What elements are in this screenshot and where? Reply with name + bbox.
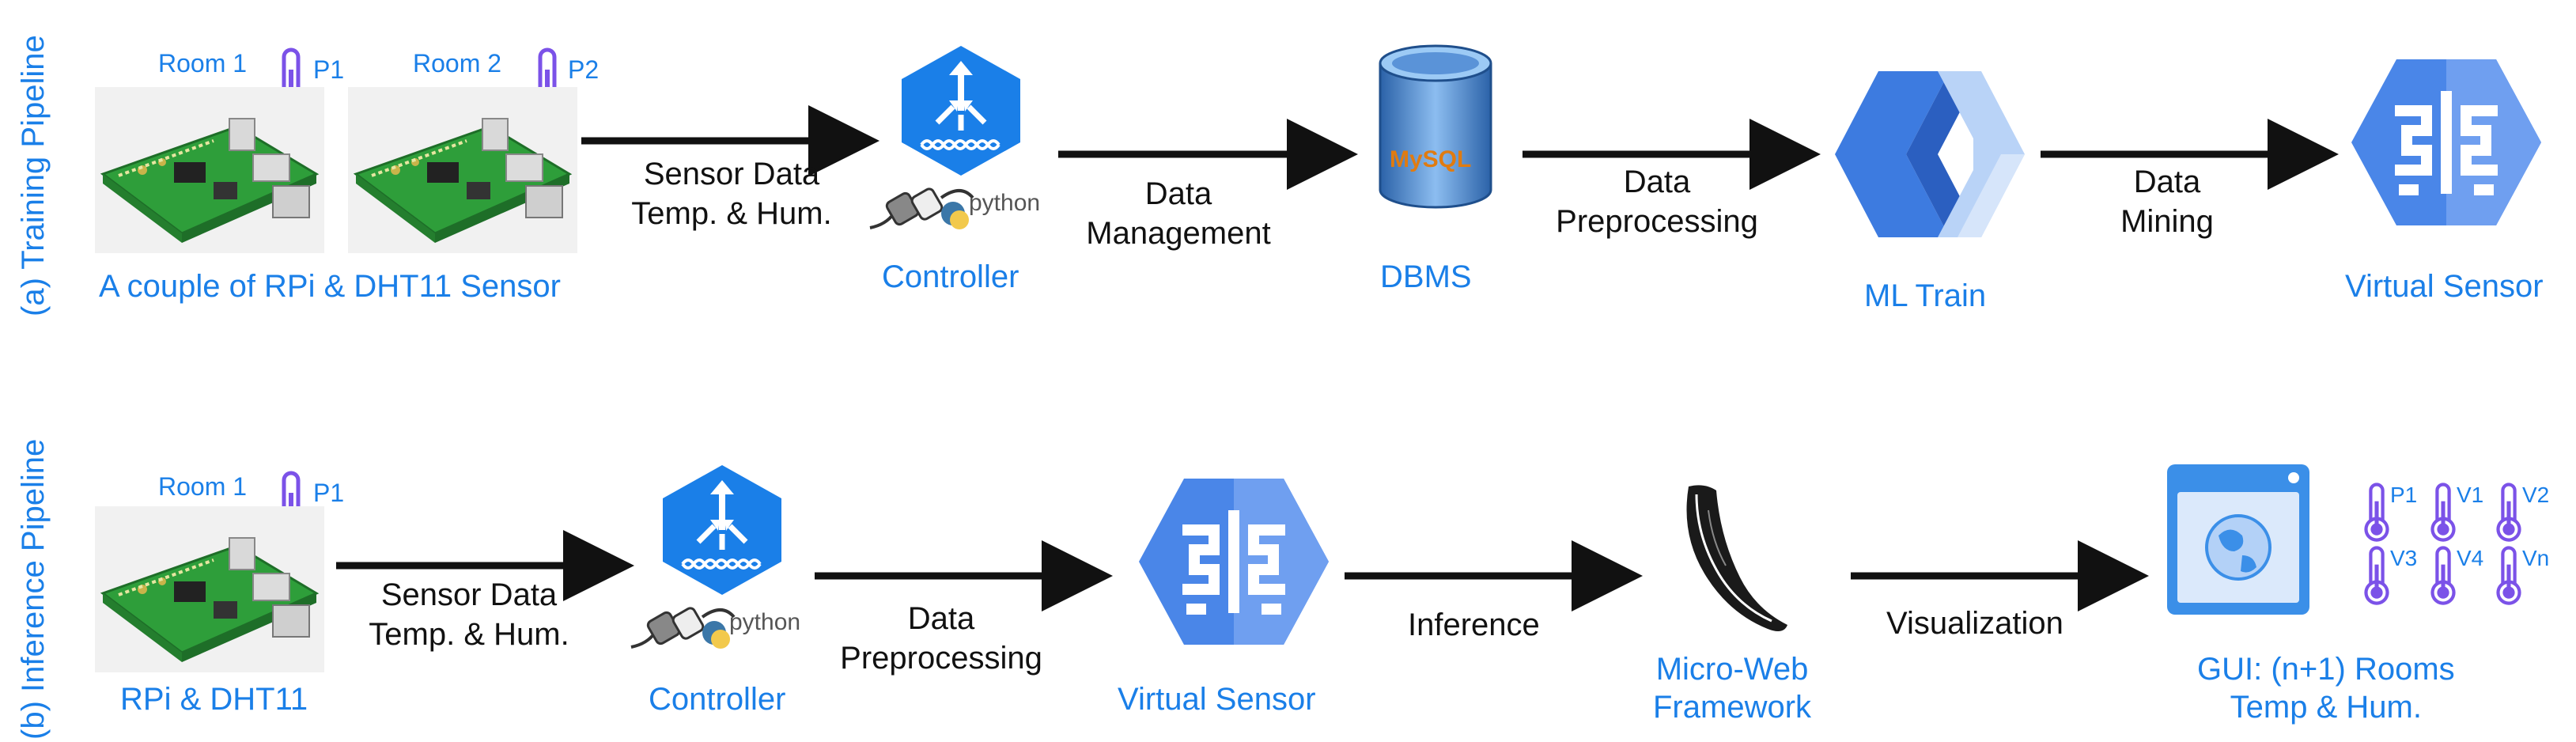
thermometer-icon <box>2430 483 2457 543</box>
probe-p2-label: P2 <box>568 55 600 84</box>
room-2-label: Room 2 <box>413 49 502 78</box>
rpi-caption: A couple of RPi & DHT11 Sensor <box>99 269 561 304</box>
database-cylinder-icon <box>1379 44 1492 209</box>
thermometer-icon <box>2363 483 2390 543</box>
thermometer-icon <box>2363 546 2390 606</box>
brain-icon <box>2347 55 2545 229</box>
room-1-label: Room 1 <box>158 49 248 78</box>
sensor-vn-label: Vn <box>2522 546 2550 570</box>
sensor-v1-label: V1 <box>2457 483 2484 507</box>
controller-hexagon-icon <box>655 463 789 597</box>
browser-globe-icon <box>2167 464 2309 615</box>
controller-label: Controller <box>882 259 1019 294</box>
sensor-v3-label: V3 <box>2390 546 2418 570</box>
flask-horn-icon <box>1686 485 1787 632</box>
sensor-p1-label: P1 <box>2390 483 2418 507</box>
rpi-caption: RPi & DHT11 <box>120 682 308 717</box>
edge-label-inference: Inference <box>1408 608 1540 642</box>
edge-label-sensor-data: Sensor Data Temp. & Hum. <box>631 157 832 231</box>
edge-label-data-preprocessing: Data Preprocessing <box>1556 165 1758 239</box>
framework-label: Micro-Web Framework <box>1653 652 1812 725</box>
virtual-sensor-label: Virtual Sensor <box>2345 269 2544 304</box>
sensor-v2-label: V2 <box>2522 483 2550 507</box>
edge-label-data-mining: Data Mining <box>2120 165 2214 239</box>
ml-train-label: ML Train <box>1864 278 1987 313</box>
probe-p1-label: P1 <box>313 479 345 507</box>
thermometer-icon <box>2430 546 2457 606</box>
edge-label-data-preprocessing: Data Preprocessing <box>840 601 1042 676</box>
edge-label-sensor-data: Sensor Data Temp. & Hum. <box>369 577 569 652</box>
controller-hexagon-icon <box>894 44 1028 178</box>
python-logo-icon: python <box>969 190 1041 216</box>
edge-label-data-management: Data Management <box>1086 176 1271 251</box>
thermometer-icon <box>2495 546 2522 606</box>
dbms-label: DBMS <box>1380 259 1472 294</box>
raspberry-pi-board-icon <box>95 506 324 672</box>
gui-label: GUI: (n+1) Rooms Temp & Hum. <box>2197 652 2455 725</box>
thermometer-icon <box>2495 483 2522 543</box>
mysql-logo: MySQL <box>1390 146 1472 172</box>
room-1-label: Room 1 <box>158 472 248 501</box>
controller-label: Controller <box>649 682 786 717</box>
edge-label-visualization: Visualization <box>1886 606 2063 641</box>
sensor-v4-label: V4 <box>2457 546 2484 570</box>
brain-icon <box>1135 475 1333 649</box>
ml-train-icon <box>1835 71 2025 237</box>
virtual-sensor-label: Virtual Sensor <box>1118 682 1316 717</box>
python-logo-icon: python <box>729 609 801 635</box>
inference-pipeline-label: (b) Inference Pipeline <box>16 438 51 740</box>
probe-p1-label: P1 <box>313 55 345 84</box>
